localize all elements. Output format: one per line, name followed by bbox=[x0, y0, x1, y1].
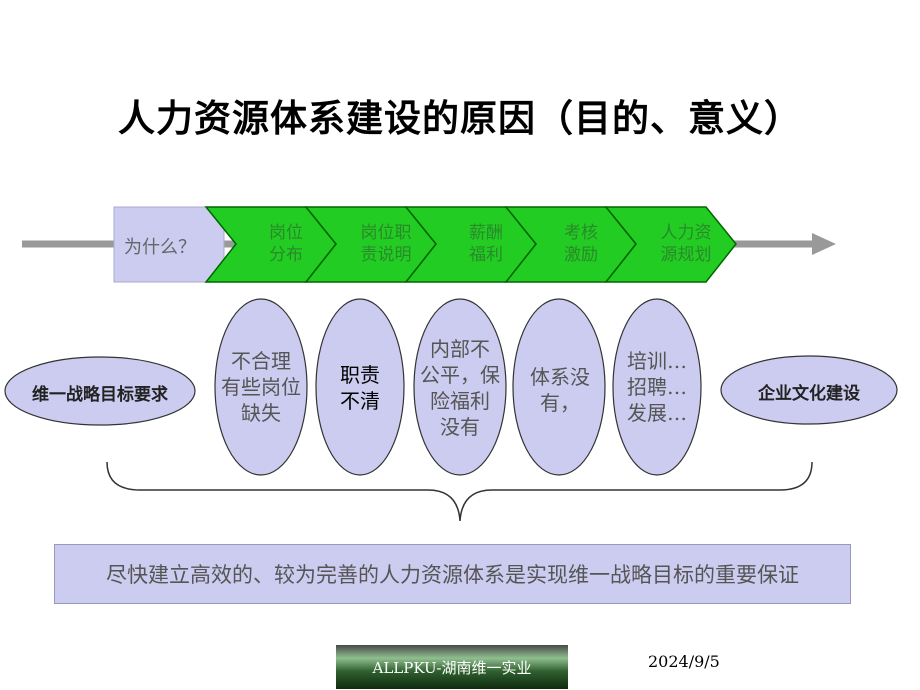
problem-label-4: 体系没 有， bbox=[515, 364, 605, 416]
problem-label-3-line4: 没有 bbox=[440, 415, 480, 439]
chevron-label-4-line2: 激励 bbox=[564, 245, 598, 265]
chevron-label-1-line1: 岗位 bbox=[269, 223, 303, 243]
right-goal-label: 企业文化建设 bbox=[758, 384, 860, 404]
chevron-5 bbox=[604, 206, 737, 283]
problem-ellipse-4 bbox=[512, 298, 606, 476]
footer-date: 2024/9/5 bbox=[648, 652, 720, 671]
chevron-label-5-line1: 人力资 bbox=[660, 223, 712, 243]
problem-label-2: 职责 不清 bbox=[315, 362, 405, 414]
left-goal-label: 维一战略目标要求 bbox=[32, 385, 168, 405]
curly-brace bbox=[106, 461, 813, 522]
problem-ellipse-1 bbox=[214, 298, 308, 476]
problem-label-5: 培训… 招聘… 发展… bbox=[612, 348, 702, 426]
problem-label-4-line1: 体系没 bbox=[530, 365, 590, 389]
chevron-label-4-line1: 考核 bbox=[564, 223, 598, 243]
problem-label-4-line2: 有， bbox=[540, 391, 580, 415]
chevron-label-3: 薪酬 福利 bbox=[446, 222, 526, 266]
chevron-label-4: 考核 激励 bbox=[541, 222, 621, 266]
problem-label-3-line1: 内部不 bbox=[430, 337, 490, 361]
conclusion-box: 尽快建立高效的、较为完善的人力资源体系是实现维一战略目标的重要保证 bbox=[54, 544, 851, 604]
chevron-label-1-line2: 分布 bbox=[269, 245, 303, 265]
slide-title: 人力资源体系建设的原因（目的、意义） bbox=[118, 97, 802, 140]
problem-ellipse-3 bbox=[413, 298, 507, 476]
chevron-label-3-line2: 福利 bbox=[469, 245, 503, 265]
footer-brand-box: ALLPKU-湖南维一实业 bbox=[336, 645, 568, 689]
problem-label-3-line3: 险福利 bbox=[430, 389, 490, 413]
chevron-label-2: 岗位职 责说明 bbox=[346, 222, 426, 266]
problem-label-1: 不合理 有些岗位 缺失 bbox=[211, 348, 311, 426]
problem-ellipse-5 bbox=[612, 298, 702, 476]
problem-label-1-line1: 不合理 bbox=[231, 349, 291, 373]
left-goal-ellipse bbox=[4, 356, 196, 426]
problem-label-2-line2: 不清 bbox=[340, 389, 380, 413]
chevron-label-2-line1: 岗位职 bbox=[360, 223, 412, 243]
chevron-label-5-line2: 源规划 bbox=[660, 245, 712, 265]
problem-label-3-line2: 公平，保 bbox=[420, 363, 500, 387]
chevron-label-2-line2: 责说明 bbox=[360, 245, 412, 265]
chevron-label-1: 岗位 分布 bbox=[246, 222, 326, 266]
chevron-label-5: 人力资 源规划 bbox=[646, 222, 726, 266]
problem-label-5-line1: 培训… bbox=[627, 349, 687, 373]
problem-label-2-line1: 职责 bbox=[340, 363, 380, 387]
footer-brand: ALLPKU-湖南维一实业 bbox=[372, 658, 532, 677]
problem-label-5-line2: 招聘… bbox=[627, 375, 687, 399]
right-goal-ellipse bbox=[720, 355, 898, 425]
problem-ellipse-2 bbox=[315, 298, 405, 476]
problem-label-1-line2: 有些岗位 bbox=[221, 375, 301, 399]
problem-label-5-line3: 发展… bbox=[627, 401, 687, 425]
why-label: 为什么？ bbox=[124, 237, 196, 258]
why-box bbox=[113, 206, 225, 283]
problem-label-1-line3: 缺失 bbox=[241, 401, 281, 425]
conclusion-text: 尽快建立高效的、较为完善的人力资源体系是实现维一战略目标的重要保证 bbox=[106, 563, 799, 587]
problem-label-3: 内部不 公平，保 险福利 没有 bbox=[414, 336, 506, 440]
process-arrow-head bbox=[812, 233, 836, 255]
chevron-label-3-line1: 薪酬 bbox=[469, 223, 503, 243]
